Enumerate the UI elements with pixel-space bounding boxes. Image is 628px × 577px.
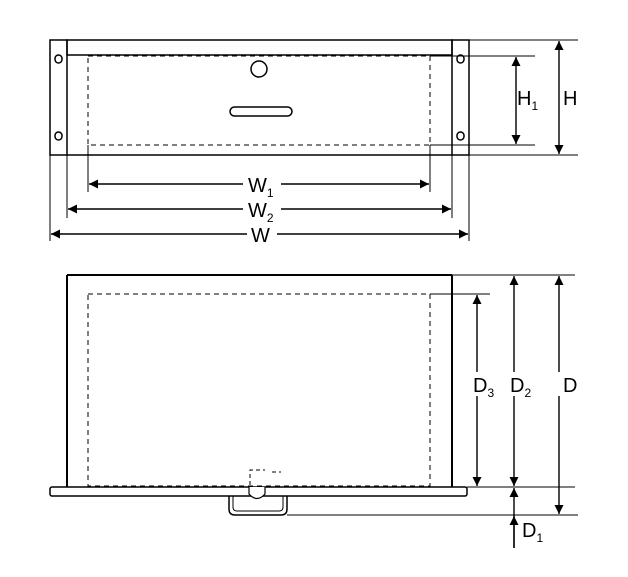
label-d2: D2 (510, 375, 531, 400)
left-rack-ear (49, 39, 68, 156)
side-view (49, 274, 468, 516)
front-dimension-arrows (51, 41, 564, 239)
label-d1: D1 (522, 520, 543, 545)
label-w2: W2 (248, 200, 274, 225)
label-h: H (563, 88, 577, 110)
right-rack-ear (451, 39, 470, 156)
drawer-handle (229, 106, 293, 117)
drawer-hidden-outline-side (87, 293, 431, 487)
ear-hole-top-left (54, 54, 63, 64)
ear-hole-bottom-right (456, 131, 465, 141)
side-dimension-arrows (472, 276, 564, 548)
front-view (49, 39, 470, 156)
label-w: W (251, 225, 270, 247)
lock-cam (248, 487, 266, 500)
label-w1: W1 (248, 175, 274, 200)
lock-hidden-detail (249, 469, 281, 485)
front-extension-lines (49, 39, 578, 241)
ear-hole-top-right (456, 54, 465, 64)
label-d: D (563, 375, 577, 397)
ear-hole-bottom-left (54, 131, 63, 141)
handle-bracket (228, 496, 288, 516)
label-h1: H1 (517, 88, 538, 113)
lock-icon (250, 60, 268, 78)
label-d3: D3 (473, 375, 494, 400)
front-panel (66, 39, 453, 56)
drawer-hidden-outline (87, 55, 431, 146)
